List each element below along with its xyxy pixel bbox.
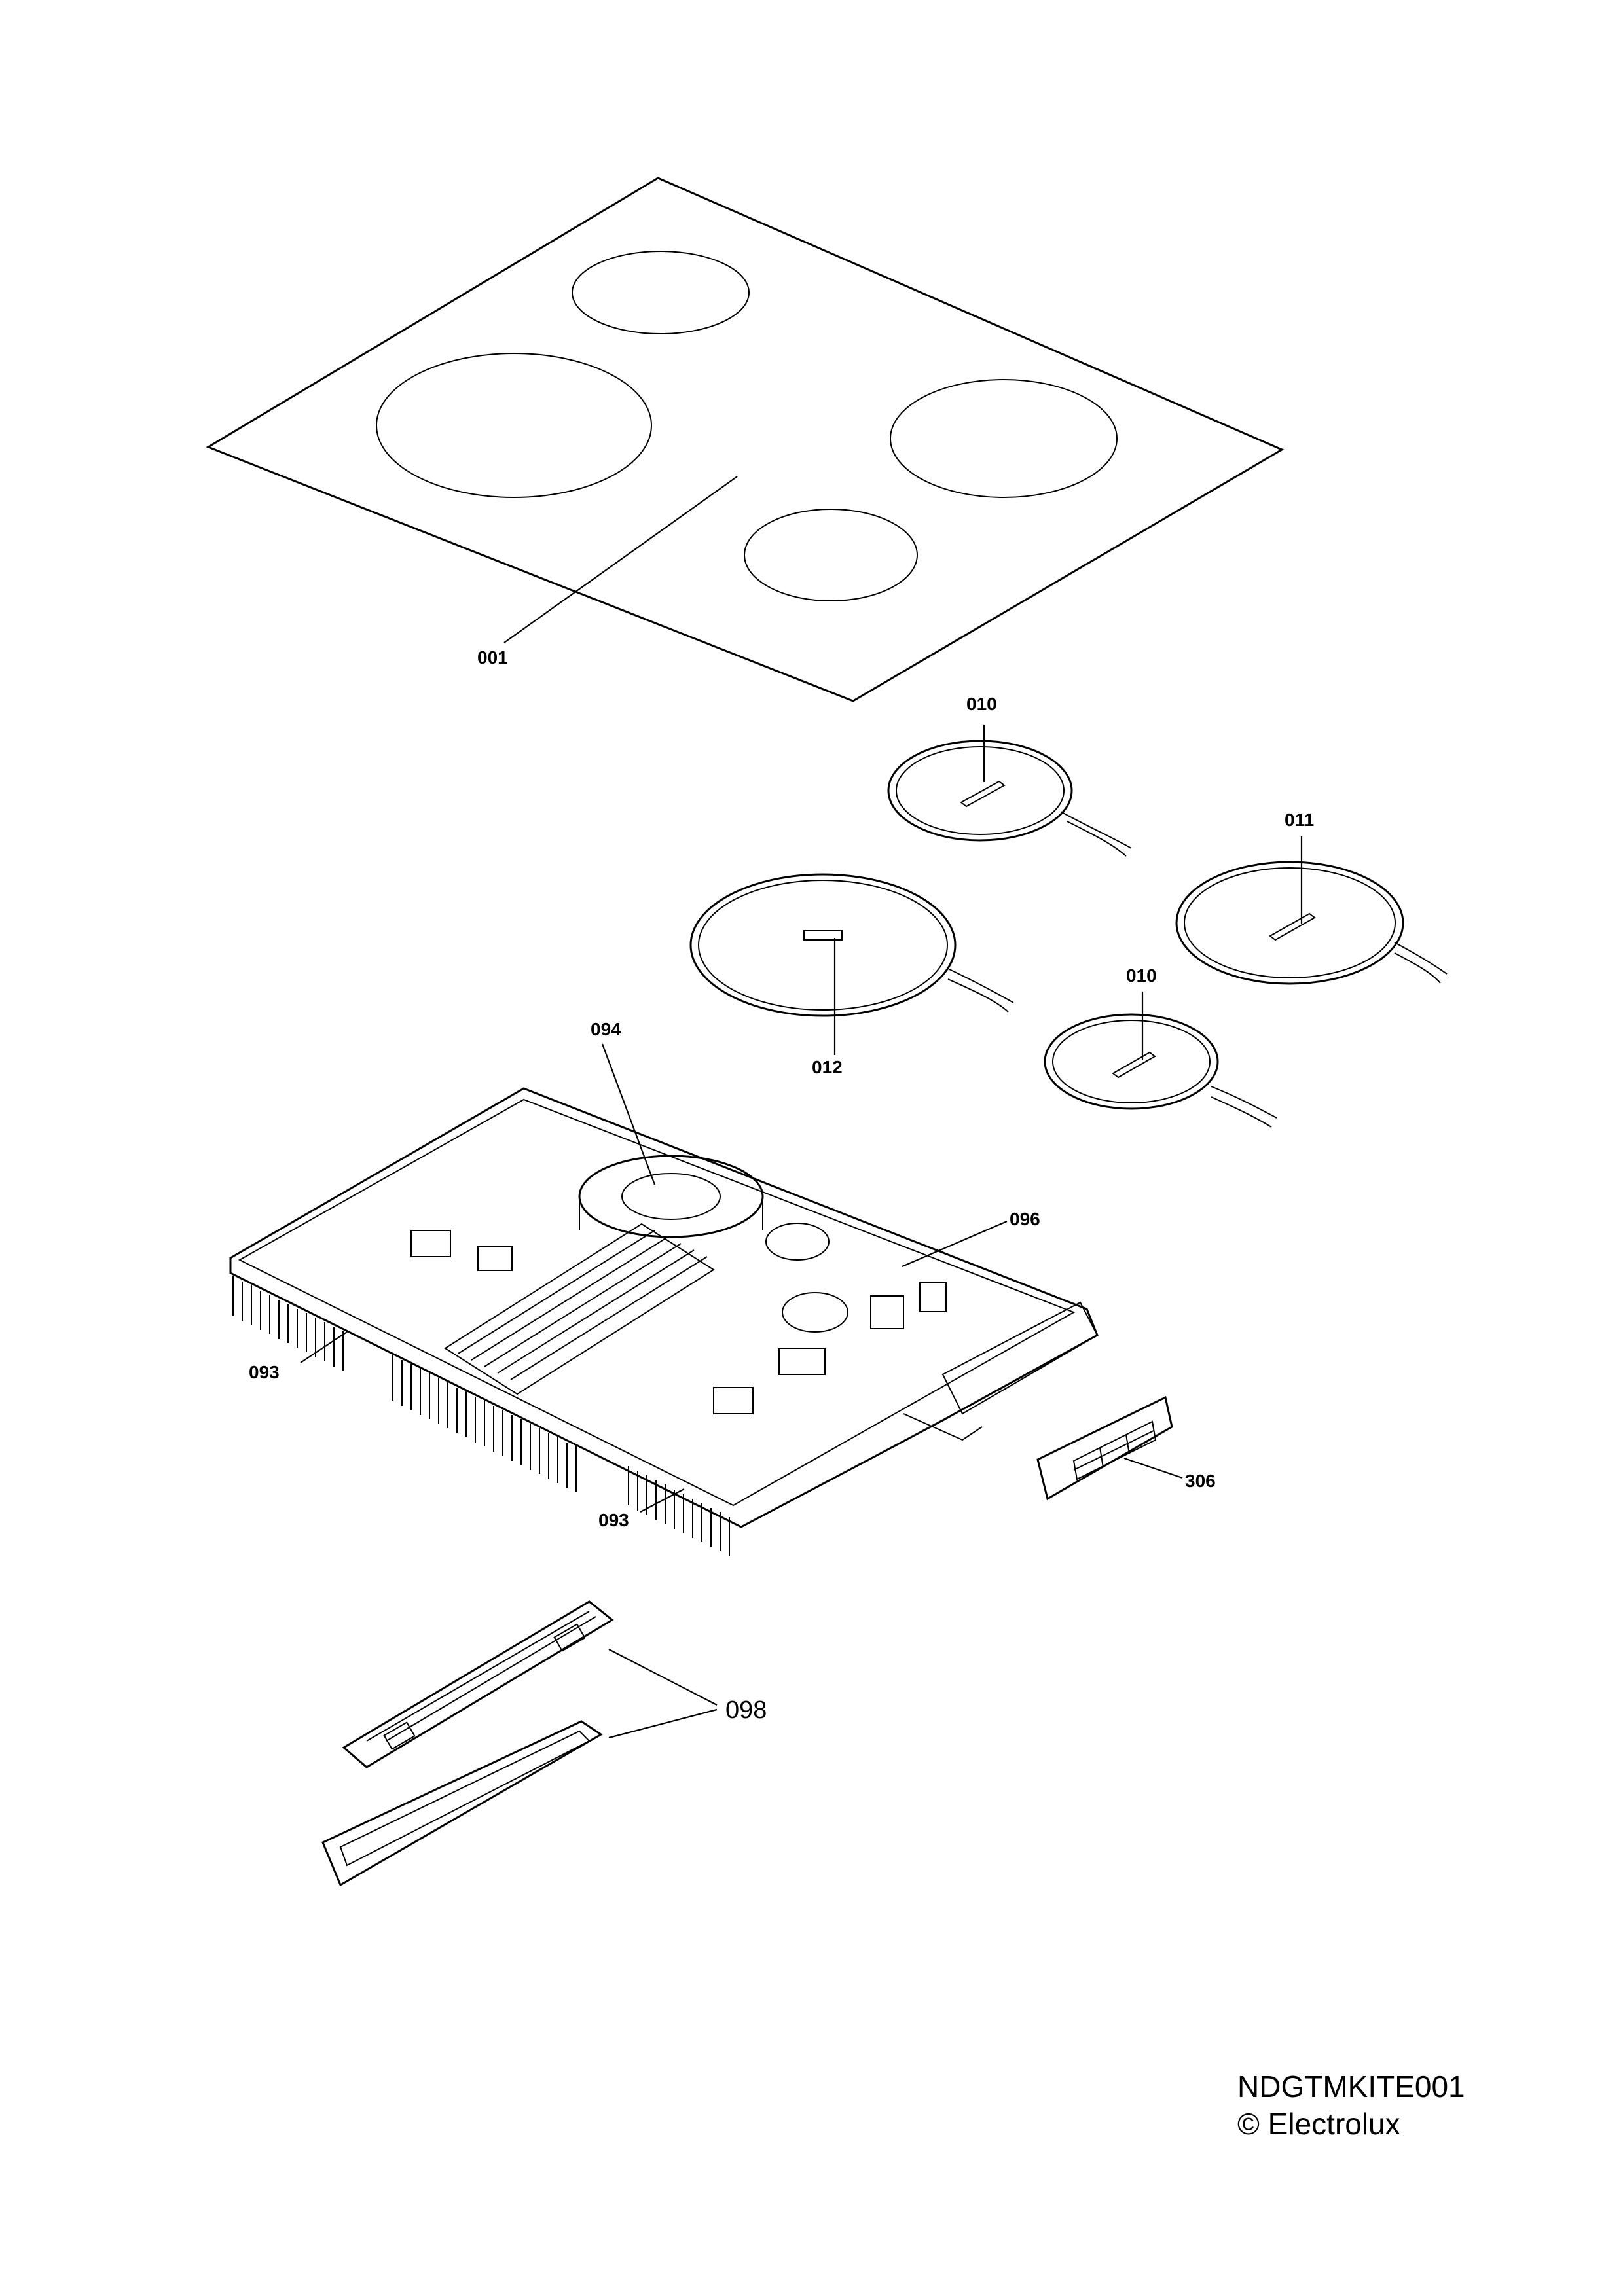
drawing-code: NDGTMKITE001 — [1237, 2070, 1465, 2104]
callout-094: 094 — [591, 1019, 621, 1039]
callout-098: 098 — [725, 1696, 767, 1724]
callout-001: 001 — [477, 647, 508, 668]
cooking-zone-ring — [376, 353, 652, 498]
cooking-zone-ring — [890, 379, 1118, 498]
heatsink-fins — [232, 1276, 730, 1556]
filter-grille — [1036, 1395, 1183, 1501]
control-unit — [321, 1600, 718, 1887]
fan-housing — [578, 1155, 764, 1238]
copyright-notice: © Electrolux — [1237, 2107, 1400, 2141]
callout-010-b: 010 — [1126, 965, 1157, 986]
leader-line — [640, 1488, 685, 1513]
leader-line — [300, 1331, 348, 1363]
callout-010-a: 010 — [966, 694, 997, 714]
bottom-housing — [229, 1043, 1099, 1556]
callout-306: 306 — [1185, 1471, 1216, 1491]
induction-coil-medium — [1175, 836, 1448, 985]
induction-coil-small-a — [887, 725, 1132, 857]
callout-011: 011 — [1285, 810, 1314, 830]
leader-line — [902, 1220, 1008, 1268]
induction-coil-large — [689, 873, 1014, 1055]
induction-coil-small-b — [1044, 992, 1277, 1128]
callout-093-a: 093 — [249, 1362, 280, 1382]
leader-line — [601, 1043, 656, 1185]
glass-top — [206, 177, 1285, 702]
cooking-zone-ring — [744, 509, 918, 601]
callout-093-b: 093 — [598, 1510, 629, 1530]
cooking-zone-ring — [572, 251, 750, 334]
fan-hub — [621, 1173, 721, 1220]
callout-096: 096 — [1010, 1209, 1040, 1229]
callout-012: 012 — [812, 1057, 843, 1077]
leader-line — [503, 476, 738, 643]
